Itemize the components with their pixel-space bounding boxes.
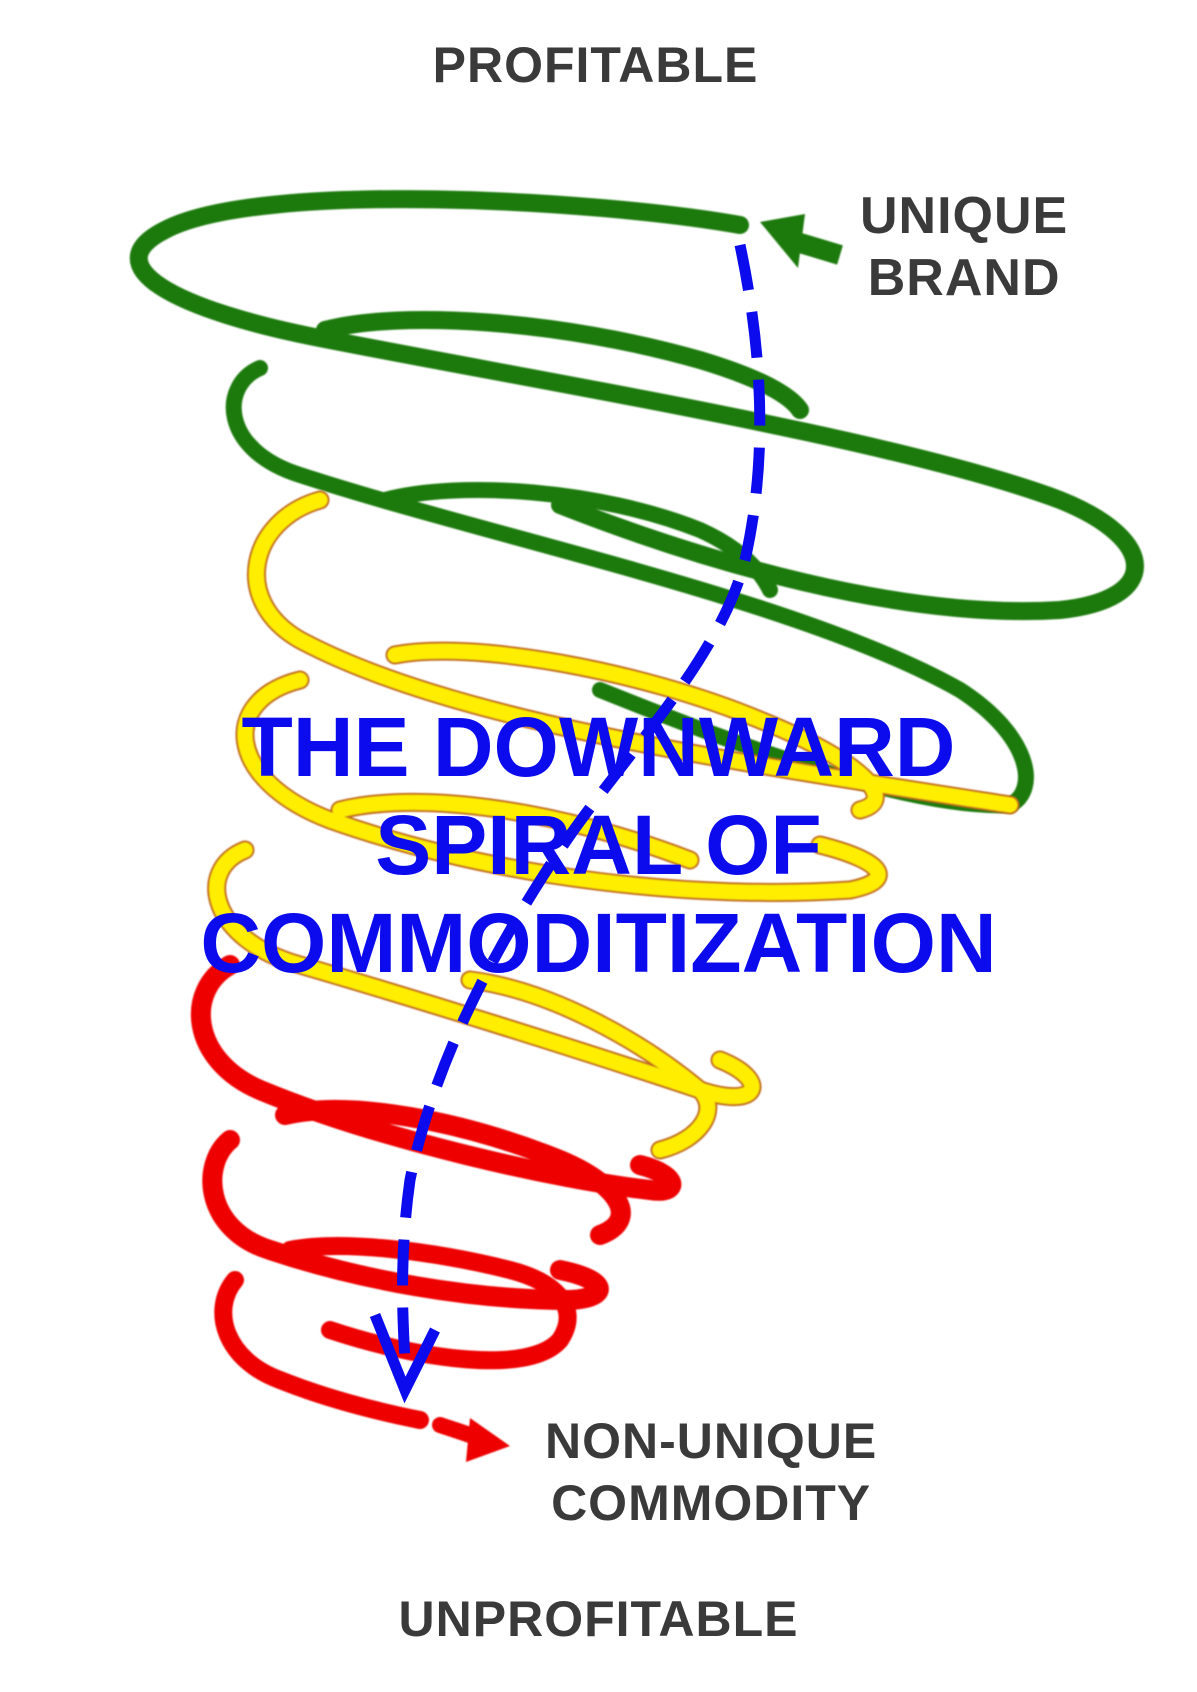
non-unique-commodity-label: NON-UNIQUE COMMODITY (545, 1410, 877, 1534)
yellow-loop-6 (462, 972, 716, 1158)
red-loop-3 (202, 1130, 609, 1310)
commodity-line-2: COMMODITY (551, 1475, 872, 1531)
red-spiral-band (190, 955, 682, 1462)
unique-brand-label: UNIQUE BRAND (860, 185, 1068, 309)
red-loop-4 (281, 1237, 577, 1370)
commodity-line-1: NON-UNIQUE (545, 1413, 878, 1469)
red-loop-5 (214, 1271, 429, 1429)
green-loop-1 (129, 190, 1144, 621)
title-line-1: THE DOWNWARD (241, 700, 956, 794)
green-loop-2 (316, 311, 809, 419)
title-line-3: COMMODITIZATION (200, 896, 997, 990)
downward-path-arrow (369, 243, 766, 1404)
red-loop-2 (275, 1100, 631, 1245)
yellow-loop-1 (248, 492, 1018, 813)
title-line-2: SPIRAL OF (375, 798, 822, 892)
diagram-title: THE DOWNWARD SPIRAL OF COMMODITIZATION (0, 698, 1197, 992)
green-spiral-band (129, 190, 1144, 814)
yellow-loop-5 (209, 842, 760, 1105)
red-end-arrowhead (466, 1418, 510, 1462)
unique-brand-line-1: UNIQUE (860, 187, 1069, 245)
downward-path-line (397, 243, 766, 1361)
yellow-loop-4 (332, 794, 698, 868)
unprofitable-label: UNPROFITABLE (398, 1591, 799, 1647)
profitable-label: PROFITABLE (432, 37, 759, 93)
green-loop-4 (377, 482, 778, 598)
unique-brand-line-2: BRAND (867, 249, 1061, 307)
yellow-loop-2 (387, 643, 883, 818)
downward-arrowhead-icon (369, 1312, 440, 1404)
start-arrow-icon (760, 214, 843, 268)
